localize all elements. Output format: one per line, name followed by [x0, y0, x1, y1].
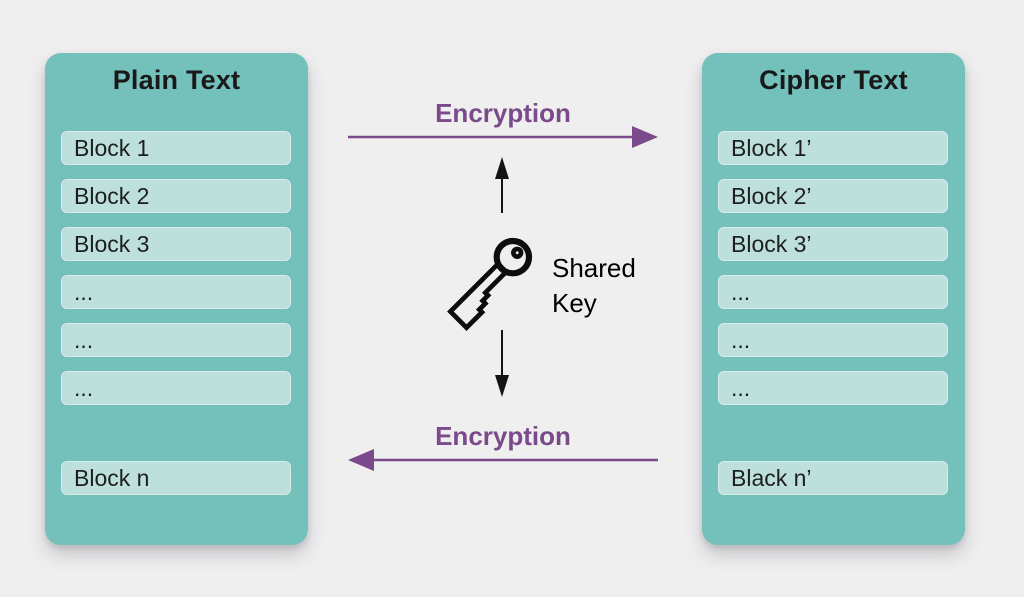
shared-key-line2: Key	[552, 288, 597, 318]
plaintext-panel-title: Plain Text	[112, 65, 241, 95]
arrow-up-icon	[495, 157, 509, 213]
plaintext-block-n: Block n	[61, 461, 291, 495]
arrow-left-icon	[348, 449, 658, 471]
ciphertext-block-ellipsis-3: ...	[718, 371, 948, 405]
ciphertext-block-ellipsis-1: ...	[718, 275, 948, 309]
plaintext-block-2: Block 2	[61, 179, 291, 213]
shared-key-line1: Shared	[552, 253, 636, 283]
ciphertext-block-list: Block 1’ Block 2’ Block 3’ ... ... ... B…	[718, 131, 948, 495]
ciphertext-panel: Cipher Text Block 1’ Block 2’ Block 3’ .…	[702, 53, 965, 545]
plaintext-block-ellipsis-2: ...	[61, 323, 291, 357]
encryption-label-top: Encryption	[435, 98, 571, 128]
ciphertext-block-ellipsis-2: ...	[718, 323, 948, 357]
arrow-right-icon	[348, 126, 658, 148]
plaintext-block-list: Block 1 Block 2 Block 3 ... ... ... Bloc…	[61, 131, 291, 495]
ciphertext-block-3: Block 3’	[718, 227, 948, 261]
plaintext-block-ellipsis-1: ...	[61, 275, 291, 309]
plaintext-block-3: Block 3	[61, 227, 291, 261]
plaintext-panel: Plain Text Block 1 Block 2 Block 3 ... .…	[45, 53, 308, 545]
ciphertext-block-1: Block 1’	[718, 131, 948, 165]
plaintext-block-1: Block 1	[61, 131, 291, 165]
ciphertext-block-n: Black n’	[718, 461, 948, 495]
ciphertext-block-2: Block 2’	[718, 179, 948, 213]
shared-key-label: Shared Key	[552, 251, 636, 321]
plaintext-block-ellipsis-3: ...	[61, 371, 291, 405]
arrow-down-icon	[495, 330, 509, 397]
ciphertext-panel-title: Cipher Text	[759, 65, 908, 95]
encryption-label-bottom: Encryption	[435, 421, 571, 451]
key-icon	[447, 237, 533, 332]
